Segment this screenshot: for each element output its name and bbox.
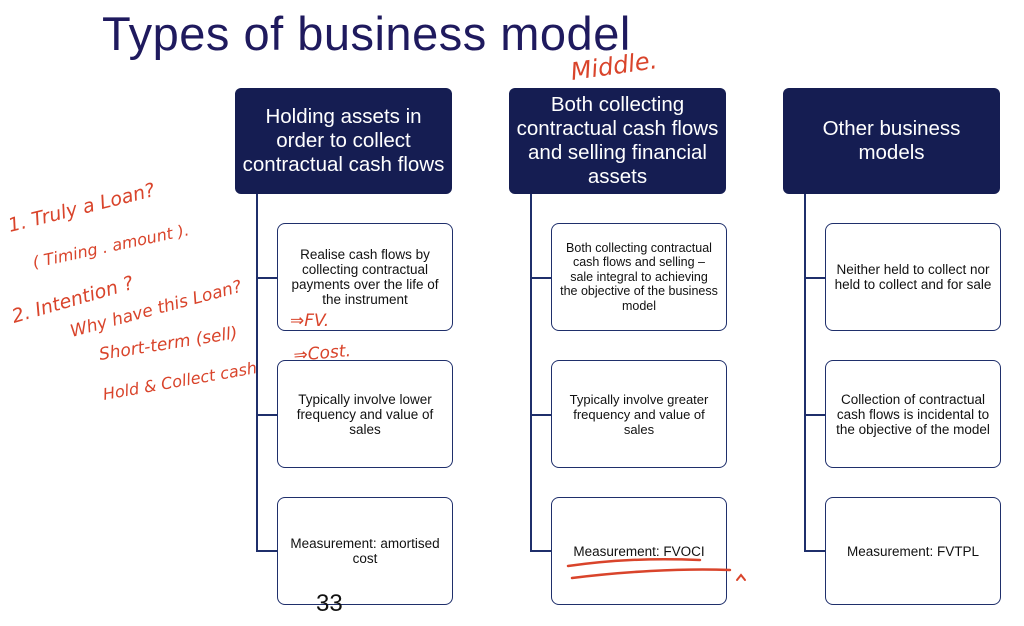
connector-line xyxy=(256,550,278,552)
column-header: Holding assets in order to collect contr… xyxy=(235,88,452,194)
connector-line xyxy=(530,550,552,552)
box-neither: Neither held to collect nor held to coll… xyxy=(825,223,1001,331)
connector-line xyxy=(804,277,826,279)
connector-line xyxy=(530,414,552,416)
box-incidental: Collection of contractual cash flows is … xyxy=(825,360,1001,468)
column-header: Other business models xyxy=(783,88,1000,194)
column-header: Both collecting contractual cash flows a… xyxy=(509,88,726,194)
annotation-fv: ⇒FV. xyxy=(290,311,329,331)
box-sales-frequency: Typically involve greater frequency and … xyxy=(551,360,727,468)
annotation-cost: ⇒Cost. xyxy=(293,341,352,366)
annotation-truly-loan: 1. Truly a Loan? xyxy=(6,179,157,237)
box-cash-flows: Realise cash flows by collecting contrac… xyxy=(277,223,453,331)
annotation-hold-collect: Hold & Collect cash xyxy=(101,358,258,404)
annotation-mark xyxy=(736,573,746,581)
annotation-middle: Middle. xyxy=(569,46,659,86)
connector-line xyxy=(256,194,258,551)
connector-line xyxy=(804,194,806,551)
annotation-timing-amount: ( Timing . amount ). xyxy=(31,220,191,272)
connector-line xyxy=(256,414,278,416)
box-objective: Both collecting contractual cash flows a… xyxy=(551,223,727,331)
connector-line xyxy=(530,194,532,551)
annotation-underline xyxy=(570,568,732,580)
box-measurement: Measurement: FVTPL xyxy=(825,497,1001,605)
page-title: Types of business model xyxy=(102,7,631,60)
box-sales-frequency: Typically involve lower frequency and va… xyxy=(277,360,453,468)
annotation-underline xyxy=(566,558,702,568)
connector-line xyxy=(804,550,826,552)
box-measurement: Measurement: FVOCI xyxy=(551,497,727,605)
connector-line xyxy=(256,277,278,279)
connector-line xyxy=(804,414,826,416)
box-measurement: Measurement: amortised cost xyxy=(277,497,453,605)
page-number: 33 xyxy=(316,590,343,617)
connector-line xyxy=(530,277,552,279)
